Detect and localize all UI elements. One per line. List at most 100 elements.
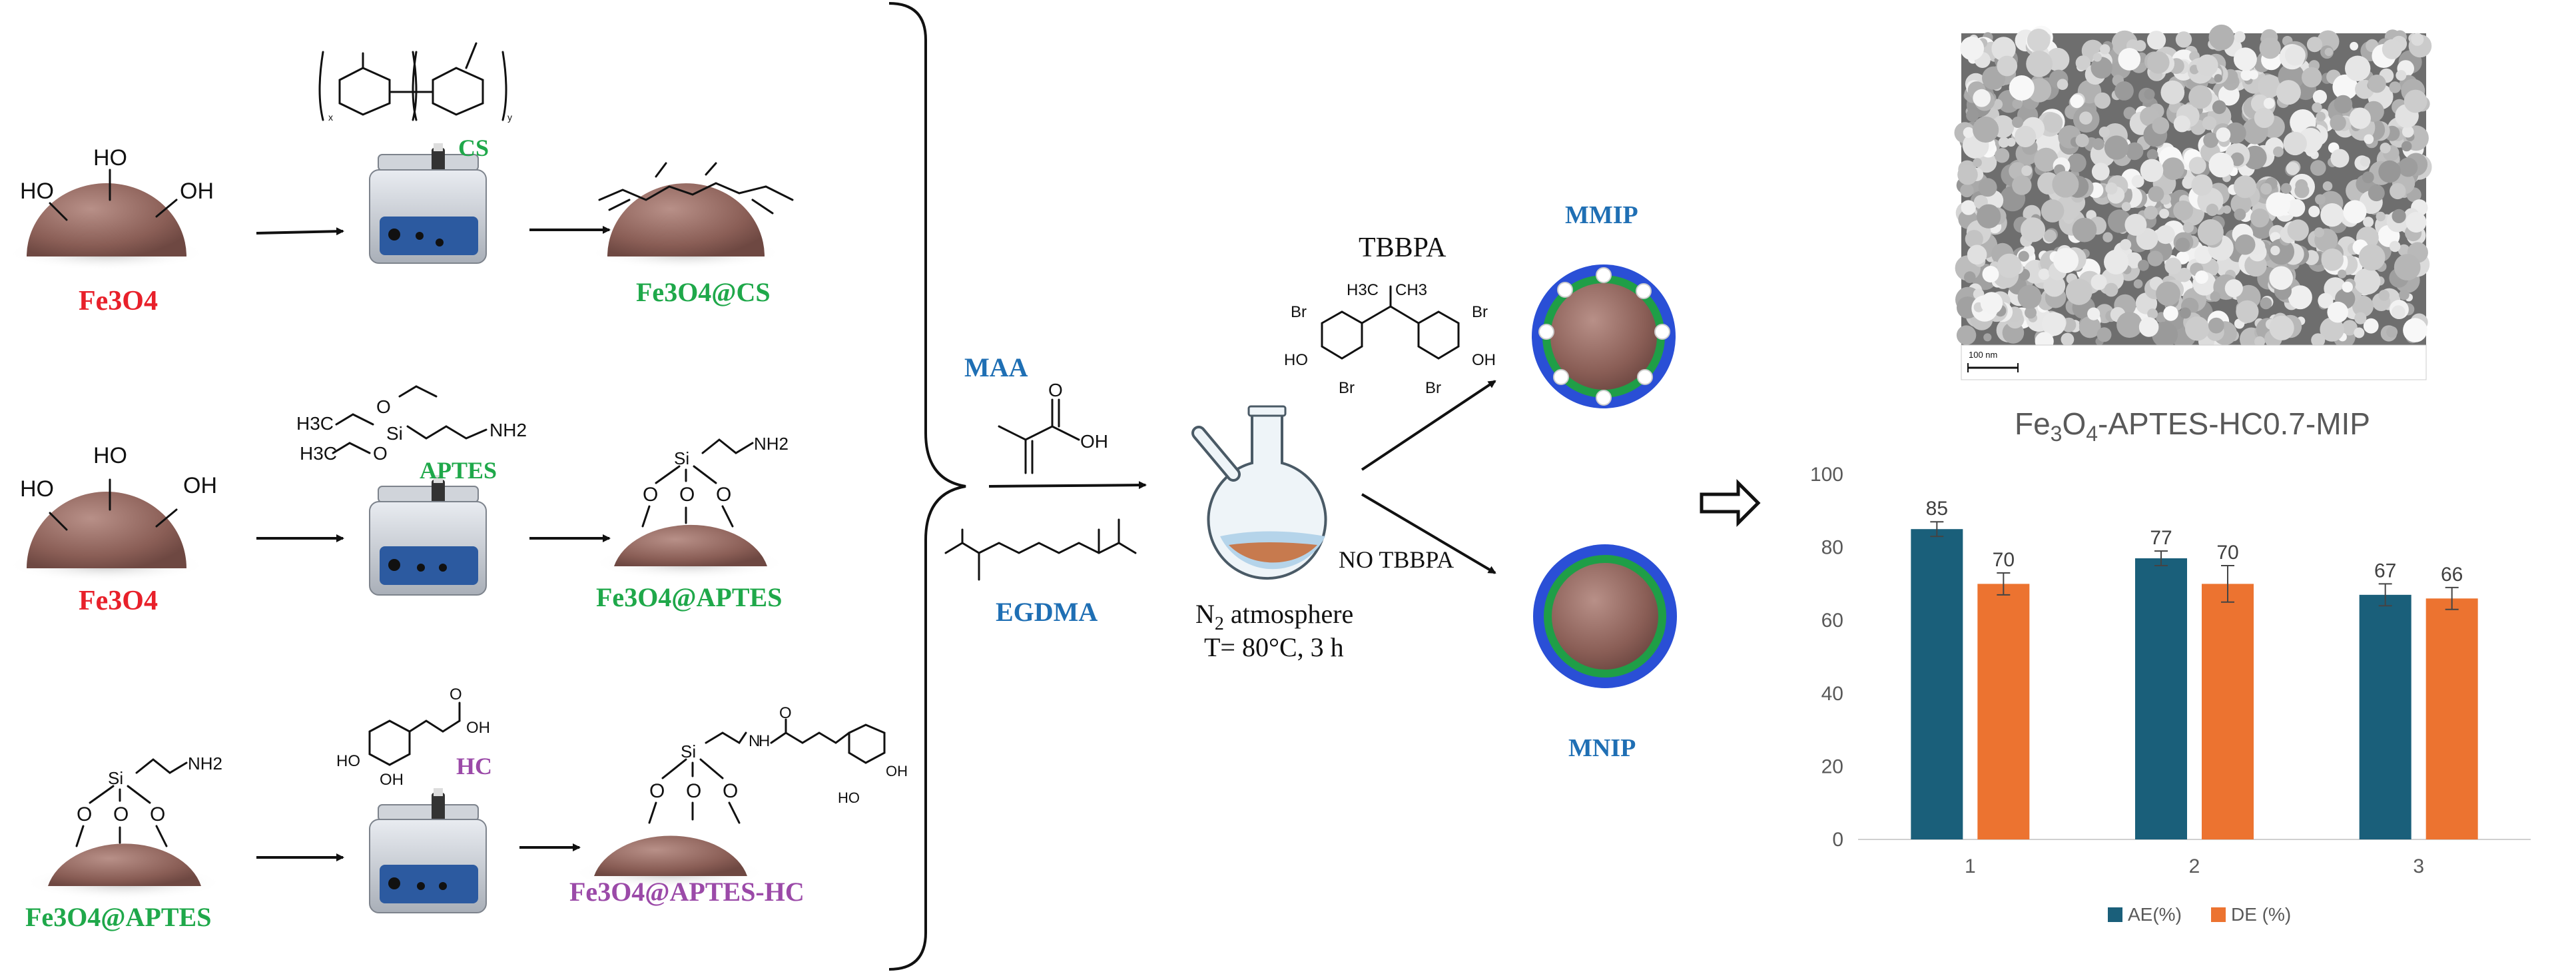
data-label: 66	[2441, 564, 2463, 586]
sem-grain	[2250, 209, 2270, 228]
sem-grain	[2306, 37, 2323, 53]
sem-grain	[1982, 266, 1999, 282]
fe3o4-aptes-label: Fe3O4@APTES	[25, 902, 211, 932]
sem-grain	[2287, 199, 2306, 217]
chitosan-structure: x y	[318, 42, 512, 123]
y-tick-label: 40	[1821, 683, 1843, 705]
oxygen-label: O	[723, 780, 738, 802]
sem-grain	[1956, 325, 1977, 345]
sem-grain	[2210, 291, 2220, 302]
sem-grain	[2330, 149, 2350, 168]
sem-grain	[2121, 202, 2131, 212]
sem-grain	[2012, 99, 2023, 109]
sem-grain	[2079, 316, 2101, 338]
sem-grain	[2358, 244, 2386, 271]
sem-grain	[2283, 131, 2307, 156]
sem-grain	[2320, 317, 2344, 342]
hydroxyl-label: HO	[838, 789, 860, 806]
sem-grain	[2254, 107, 2274, 129]
sem-grain	[2234, 31, 2246, 43]
sem-grain	[1973, 116, 1999, 143]
sem-grain	[2114, 81, 2134, 101]
no-tbbpa-label: NO TBBPA	[1339, 546, 1454, 573]
methyl-label: H3C	[1347, 281, 1379, 299]
sem-grain	[2360, 156, 2371, 167]
hydroxyl-label: HO	[336, 752, 360, 770]
aptes-label: APTES	[420, 457, 497, 484]
sem-grain	[2411, 33, 2424, 46]
sem-grain	[2288, 285, 2312, 310]
hydroxyl-label: HO	[20, 179, 54, 204]
sem-grain	[1967, 244, 1987, 265]
sem-grain	[2138, 259, 2149, 271]
hydroxyl-label: OH	[886, 763, 908, 779]
bar	[1911, 529, 1963, 839]
legend-entry: DE (%)	[2231, 904, 2291, 925]
hydroxyl-label: OH	[1080, 431, 1108, 452]
tbbpa-label: TBBPA	[1359, 233, 1447, 263]
oxygen-label: O	[77, 803, 92, 825]
sem-grain	[2093, 53, 2102, 62]
sem-grain	[2230, 193, 2252, 215]
sem-grain	[2354, 312, 2367, 324]
sem-grain	[2363, 318, 2379, 334]
atmosphere-label: N2 atmosphere	[1195, 599, 1353, 634]
fe3o4-aptes-particle: Si NH2 O O O	[593, 434, 789, 580]
sem-grain	[2012, 175, 2032, 195]
oxygen-label: O	[779, 704, 792, 722]
sem-grain	[2389, 81, 2401, 93]
y-tick-label: 80	[1821, 537, 1843, 559]
sem-grain	[2015, 125, 2037, 148]
sem-grain	[1960, 36, 1985, 61]
x-tick-label: 2	[2189, 855, 2200, 877]
sem-grain	[2380, 143, 2391, 154]
sem-grain	[2026, 51, 2053, 77]
maa-label: MAA	[964, 352, 1028, 382]
sem-grain	[2286, 162, 2300, 175]
sem-grain	[2406, 212, 2427, 233]
legend-swatch	[2108, 907, 2122, 922]
sem-grain	[1960, 183, 1974, 198]
sem-grain	[2162, 157, 2184, 181]
data-label: 70	[1993, 549, 2015, 571]
sem-grain	[1991, 37, 2016, 61]
sem-grain	[2182, 177, 2194, 189]
sem-grain	[2322, 181, 2333, 191]
sem-grain	[2368, 75, 2386, 93]
fe3o4-particle-2: HO HO OH	[7, 443, 217, 582]
sem-grain	[2224, 279, 2243, 298]
sem-grain	[2202, 116, 2216, 131]
data-label: 70	[2216, 542, 2238, 564]
hydroxyl-label: HO	[93, 145, 127, 171]
sem-grain	[2104, 249, 2129, 274]
fe3o4-aptes-particle-start: Si NH2 O O O	[23, 753, 223, 900]
sem-grain	[1980, 292, 2003, 314]
sem-grain	[2007, 137, 2016, 147]
fe3o4-particle-1: HO HO OH	[7, 145, 214, 270]
sem-grain	[2156, 281, 2180, 306]
aptes-structure: H3C O Si H3C O NH2	[296, 385, 527, 464]
sem-grain	[1973, 89, 1991, 107]
sem-grain	[2098, 127, 2110, 138]
sem-grain	[2075, 133, 2089, 147]
sem-grain	[2124, 213, 2147, 236]
mnip-label: MNIP	[1568, 734, 1636, 762]
sem-grain	[2230, 152, 2244, 167]
sem-grain	[2259, 37, 2281, 59]
sem-grain	[2017, 284, 2042, 309]
sem-grain	[2072, 217, 2097, 243]
sem-grain	[2403, 318, 2427, 342]
sem-grain	[2349, 107, 2371, 129]
sem-grain	[2043, 274, 2066, 297]
sem-grain	[2134, 40, 2146, 52]
sem-grain	[2018, 250, 2029, 262]
mmip-particle	[1532, 264, 1676, 408]
sem-grain	[2196, 54, 2218, 77]
sem-grain	[2012, 117, 2023, 128]
sem-grain	[2364, 134, 2374, 145]
oxygen-label: O	[150, 803, 165, 825]
sem-grain	[2368, 185, 2385, 202]
sem-grain	[2092, 138, 2104, 151]
sem-grain	[2043, 113, 2063, 133]
